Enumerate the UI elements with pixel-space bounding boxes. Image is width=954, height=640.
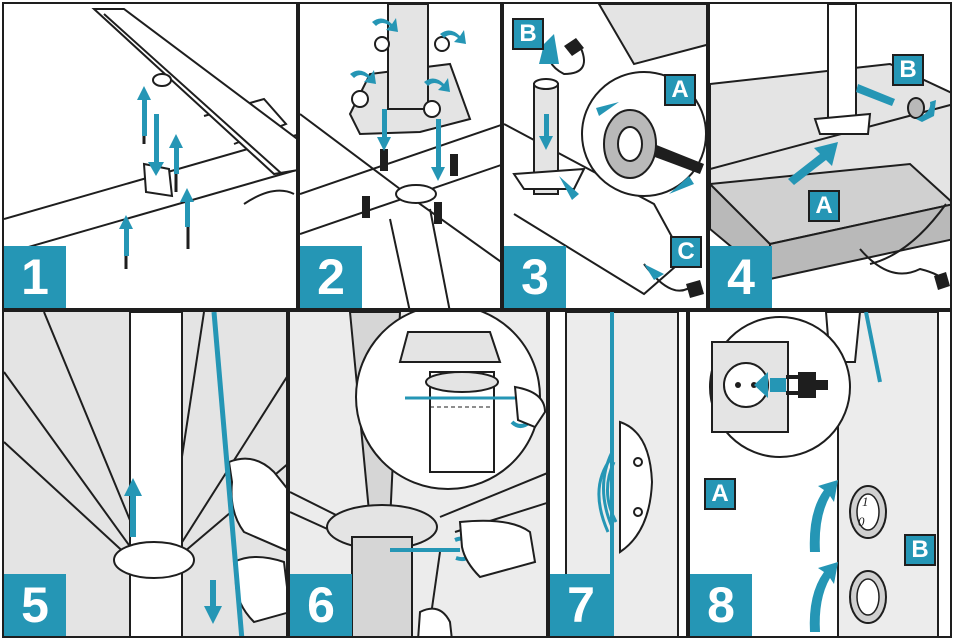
step-number-badge: 6 (290, 574, 352, 636)
step-number-badge: 4 (710, 246, 772, 308)
power-connection-illustration (690, 312, 950, 636)
locking-pin-illustration (290, 312, 546, 636)
step-1-panel: 1 (2, 2, 298, 310)
callout-label-c: C (670, 236, 702, 268)
callout-label-a: A (704, 478, 736, 510)
base-weights-illustration (710, 4, 950, 290)
callout-label-b: B (892, 54, 924, 86)
step-number-badge: 1 (4, 246, 66, 308)
plate-fastening-illustration (300, 4, 500, 308)
step-5-panel: 5 (2, 310, 288, 638)
step-number-badge: 7 (550, 574, 612, 636)
switch-mark-off: 0 (858, 514, 865, 529)
callout-label-a: A (808, 190, 840, 222)
step-2-panel: 2 (298, 2, 502, 310)
callout-label-b: B (904, 534, 936, 566)
base-cross-illustration (4, 8, 296, 269)
callout-label-b: B (512, 18, 544, 50)
step-number-badge: 3 (504, 246, 566, 308)
switch-mark-on: 1 (862, 494, 869, 509)
step-6-panel: 6 (288, 310, 548, 638)
step-7-panel: 7 (548, 310, 688, 638)
step-3-panel: A B C 3 (502, 2, 708, 310)
step-number-badge: 2 (300, 246, 362, 308)
step-number-badge: 5 (4, 574, 66, 636)
step-8-panel: 1 0 A B 8 (688, 310, 952, 638)
step-4-panel: A B 4 (708, 2, 952, 310)
callout-label-a: A (664, 74, 696, 106)
cable-routing-illustration (504, 4, 706, 298)
step-number-badge: 8 (690, 574, 752, 636)
